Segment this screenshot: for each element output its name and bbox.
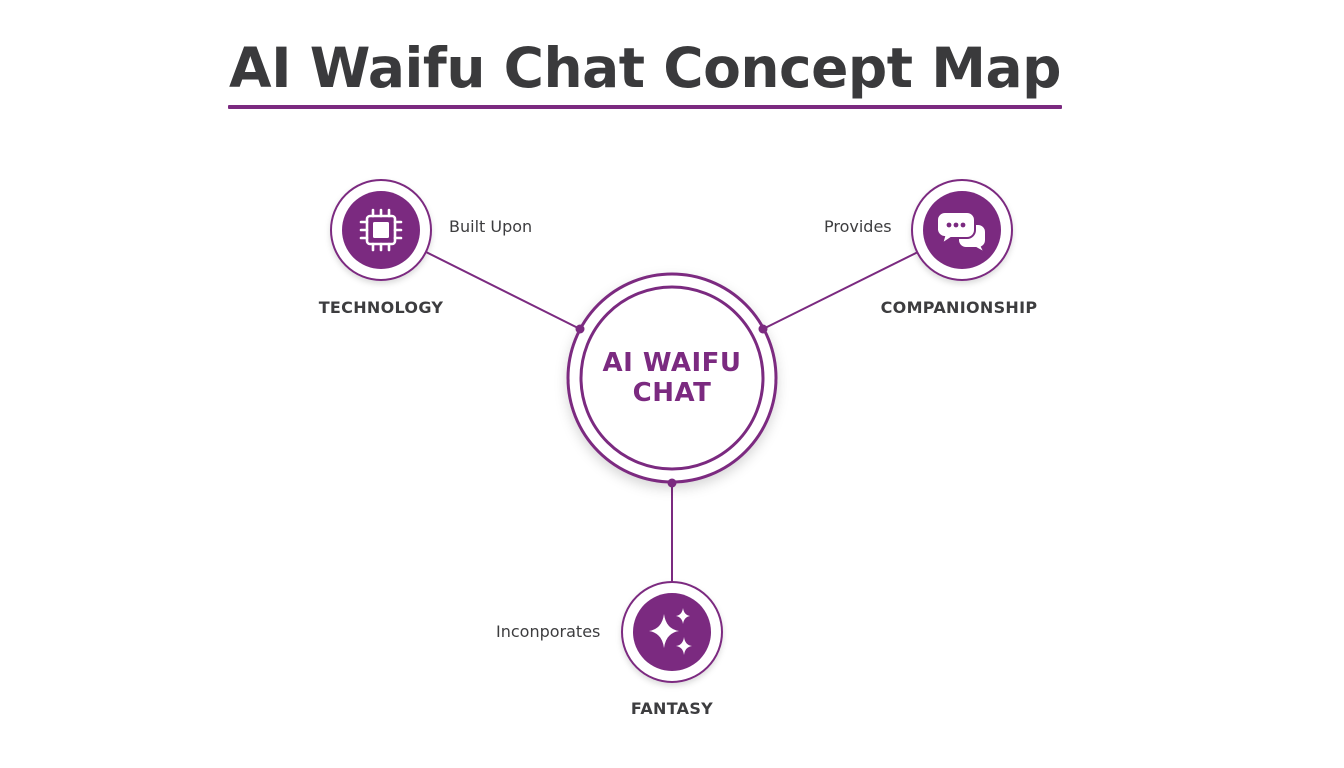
center-node xyxy=(566,272,778,484)
node-label-technology: TECHNOLOGY xyxy=(318,298,444,317)
connector-dot xyxy=(575,324,585,334)
page-title: AI Waifu Chat Concept Map xyxy=(229,36,1061,100)
node-technology xyxy=(330,179,432,281)
connector-dot xyxy=(667,478,677,488)
center-title-line1: AI WAIFU xyxy=(602,348,742,378)
relation-provides: Provides xyxy=(824,217,892,236)
relation-incorporates: Inconporates xyxy=(496,622,601,641)
sparkles-icon xyxy=(649,608,692,655)
title-underline xyxy=(228,105,1062,109)
microchip-icon xyxy=(359,208,403,252)
center-title: AI WAIFU CHAT xyxy=(582,348,762,408)
connector-dot xyxy=(758,324,768,334)
connector-technology xyxy=(425,251,581,330)
relation-built-upon: Built Upon xyxy=(449,217,533,236)
node-companionship xyxy=(911,179,1013,281)
node-label-companionship: COMPANIONSHIP xyxy=(880,298,1038,317)
connector-companionship xyxy=(762,251,919,330)
chat-bubbles-icon xyxy=(936,211,988,256)
node-fantasy xyxy=(621,581,723,683)
node-label-fantasy: FANTASY xyxy=(630,699,714,718)
center-title-line2: CHAT xyxy=(632,378,712,408)
